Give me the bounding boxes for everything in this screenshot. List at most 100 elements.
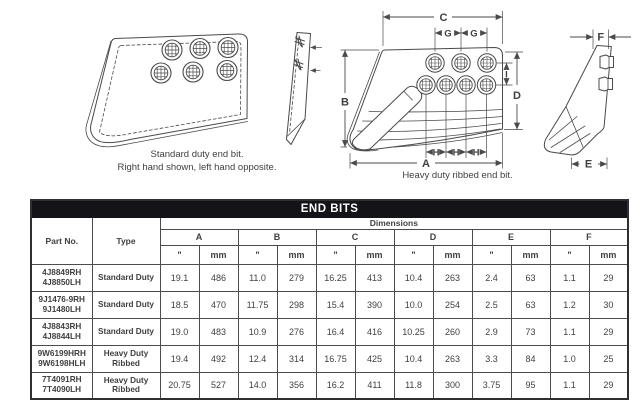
unit-header-mm: mm: [198, 244, 239, 265]
col-header-dim-c: C: [315, 228, 395, 246]
dim-cell: 390: [354, 290, 395, 319]
col-header-part-no: Part No.: [30, 216, 93, 265]
dim-cell: 527: [198, 371, 239, 400]
heavy-duty-front-view: C G G B: [340, 11, 523, 170]
plate-hidden-line: [99, 41, 242, 137]
standard-duty-side-view: [286, 32, 322, 145]
dim-cell: 11.8: [393, 371, 434, 400]
dim-label-h: H: [453, 147, 460, 158]
dim-cell: 10.0: [393, 290, 434, 319]
col-header-dimensions: Dimensions: [159, 216, 629, 230]
bolt-hole-icon: [457, 76, 475, 94]
bolt-head-profile: [599, 54, 614, 70]
col-header-dim-a: A: [159, 228, 239, 246]
dim-cell: 276: [276, 317, 317, 346]
dim-cell: 11.0: [237, 263, 278, 292]
dim-cell: 16.75: [315, 344, 356, 373]
dimension-C: C: [382, 11, 503, 46]
bolt-hole-icon: [477, 76, 495, 94]
diagonal-rib: [351, 85, 423, 151]
part-no-rh: 7T4091RH: [41, 375, 82, 385]
dim-cell: 300: [432, 371, 473, 400]
dim-cell: 10.4: [393, 263, 434, 292]
dim-cell: 356: [276, 371, 317, 400]
dimension-H: H H H: [425, 94, 487, 158]
dim-cell: 25: [588, 344, 629, 373]
dim-cell: 1.1: [549, 371, 590, 400]
unit-header-mm: mm: [432, 244, 473, 265]
heavy-duty-caption: Heavy duty ribbed end bit.: [345, 170, 570, 183]
bolt-head-profile: [598, 76, 613, 92]
type-cell: Standard Duty: [91, 263, 161, 292]
dimension-D: D: [504, 51, 523, 130]
dim-cell: 10.25: [393, 317, 434, 346]
bolt-hole-icon: [426, 54, 444, 72]
dimension-B: B: [340, 49, 379, 148]
col-header-dim-d: D: [393, 228, 473, 246]
dim-cell: 30: [588, 290, 629, 319]
dim-cell: 263: [432, 263, 473, 292]
unit-header-mm: mm: [354, 244, 395, 265]
dim-label-b: B: [341, 97, 349, 109]
dim-cell: 16.4: [315, 317, 356, 346]
dim-label-f: F: [597, 32, 604, 44]
dim-label-c: C: [440, 12, 448, 24]
unit-header-in: ": [315, 244, 356, 265]
dim-cell: 16.25: [315, 263, 356, 292]
type-cell: Heavy Duty Ribbed: [91, 371, 161, 400]
dim-cell: 63: [510, 290, 551, 319]
rib-tip-line: [403, 91, 413, 101]
bolt-hole-icon: [417, 76, 435, 94]
dim-cell: 425: [354, 344, 395, 373]
dim-cell: 19.1: [159, 263, 200, 292]
dim-cell: 3.3: [471, 344, 512, 373]
col-header-dim-e: E: [471, 228, 551, 246]
dim-cell: 483: [198, 317, 239, 346]
plate-outline: [90, 33, 248, 144]
part-no-rh: 9J1476-9RH: [38, 294, 85, 304]
dim-cell: 486: [198, 263, 239, 292]
caption-line-1: Heavy duty ribbed end bit.: [402, 170, 513, 181]
dim-cell: 3.75: [471, 371, 512, 400]
dim-cell: 1.2: [549, 290, 590, 319]
dim-cell: 470: [198, 290, 239, 319]
dim-cell: 16.2: [315, 371, 356, 400]
side-rib-lines: [548, 106, 591, 153]
unit-header-mm: mm: [276, 244, 317, 265]
type-cell: Standard Duty: [91, 317, 161, 346]
bolt-hole-icon: [162, 40, 182, 60]
dimension-G: G G: [434, 27, 488, 52]
col-header-dim-f: F: [549, 228, 629, 246]
unit-header-in: ": [237, 244, 278, 265]
col-header-dim-b: B: [237, 228, 317, 246]
dim-cell: 314: [276, 344, 317, 373]
dim-label-g: G: [444, 29, 451, 40]
unit-header-in: ": [549, 244, 590, 265]
side-hidden-line: [289, 36, 300, 134]
bolt-hole-icon: [183, 62, 203, 82]
dimension-F: F: [570, 29, 631, 49]
plate-thickness-edge: [346, 51, 380, 152]
type-cell: Heavy Duty Ribbed: [91, 344, 161, 373]
dim-cell: 15.4: [315, 290, 356, 319]
dim-cell: 2.4: [471, 263, 512, 292]
standard-duty-front-view: [85, 33, 248, 148]
dim-cell: 411: [354, 371, 395, 400]
dim-cell: 19.0: [159, 317, 200, 346]
table-title: END BITS: [30, 199, 629, 218]
standard-duty-caption: Standard duty end bit. Right hand shown,…: [62, 149, 332, 174]
dim-cell: 1.1: [549, 317, 590, 346]
dim-cell: 260: [432, 317, 473, 346]
bolt-hole-icon: [478, 54, 496, 72]
bolt-hole-icon: [151, 63, 171, 83]
dim-cell: 2.9: [471, 317, 512, 346]
dim-cell: 298: [276, 290, 317, 319]
unit-header-mm: mm: [510, 244, 551, 265]
dim-cell: 12.4: [237, 344, 278, 373]
side-chamfer-line: [287, 118, 306, 137]
